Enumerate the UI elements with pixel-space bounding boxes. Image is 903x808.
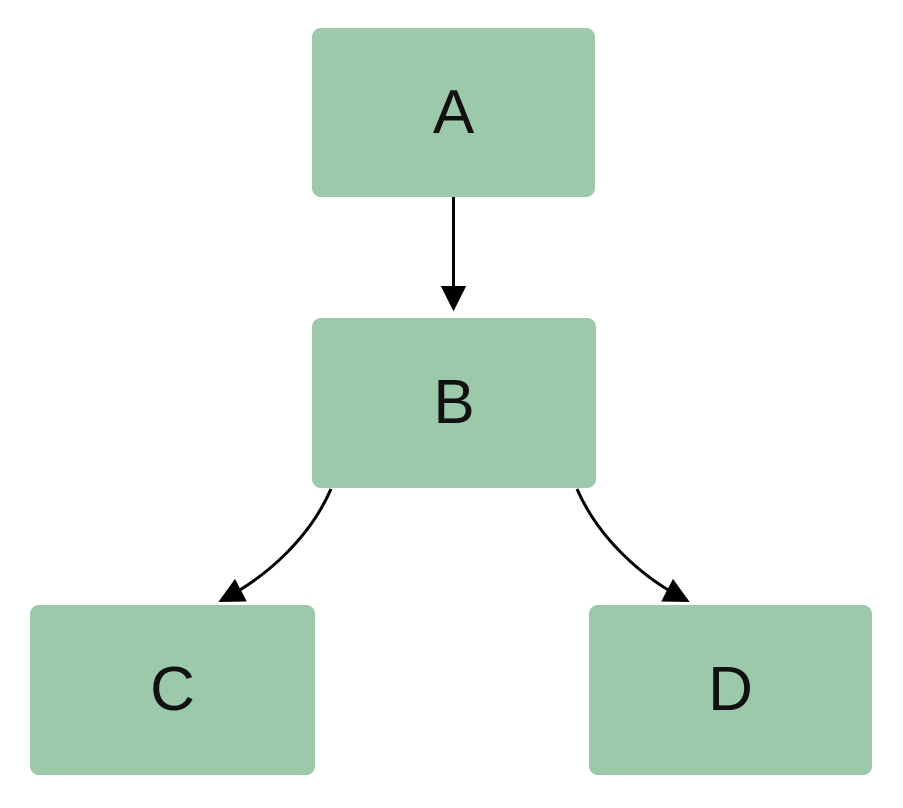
node-d-label: D bbox=[708, 655, 753, 724]
edge-b-to-c bbox=[218, 488, 333, 602]
node-b-label: B bbox=[433, 368, 475, 437]
node-c: C bbox=[30, 605, 315, 775]
node-c-label: C bbox=[150, 655, 195, 724]
edge-b-to-d bbox=[575, 488, 690, 602]
node-a-label: A bbox=[432, 77, 475, 147]
node-b: B bbox=[312, 318, 596, 488]
node-a: A bbox=[312, 28, 595, 197]
node-d: D bbox=[589, 605, 872, 775]
